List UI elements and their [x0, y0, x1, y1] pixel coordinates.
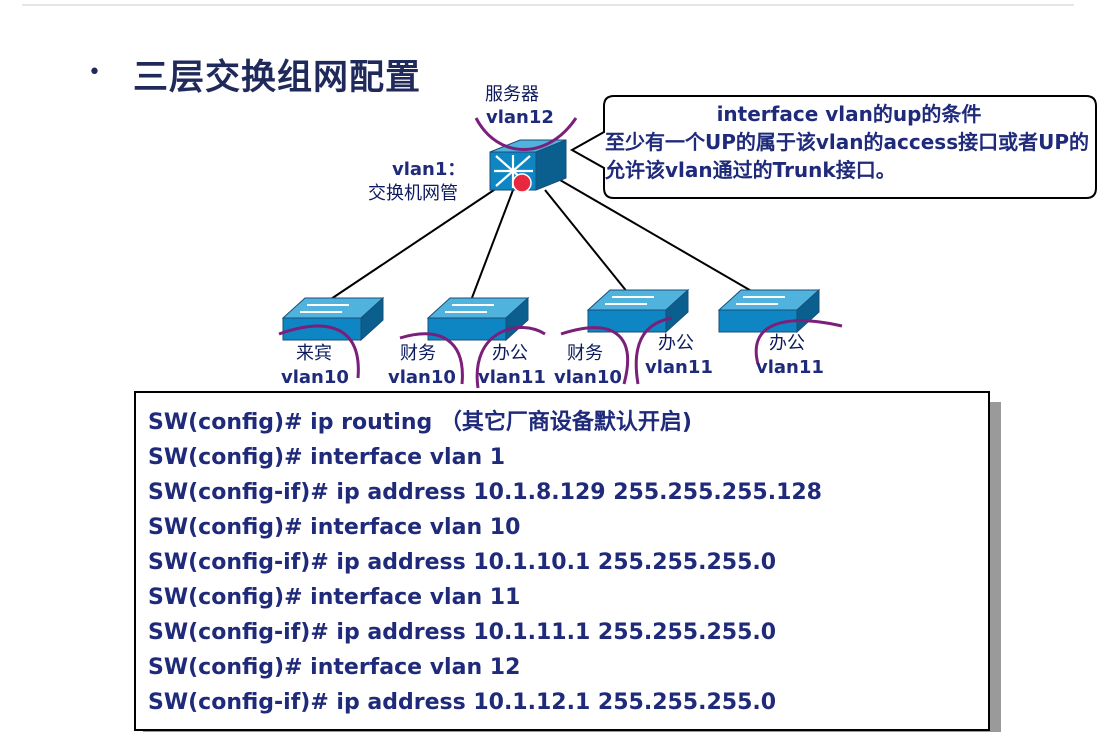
port-name-1: 来宾 — [296, 343, 332, 364]
core-desc-label: 交换机网管 — [368, 183, 458, 204]
port-vlan-2: vlan10 — [388, 367, 456, 388]
access-switch-icon-2 — [426, 296, 530, 342]
callout-line-2: 至少有一个UP的属于该vlan的access接口或者UP的允许该vlan通过的T… — [605, 130, 1090, 182]
access-switch-icon-4 — [717, 288, 821, 334]
port-name-3: 办公 — [492, 343, 528, 364]
port-vlan-4: vlan10 — [554, 367, 622, 388]
vlan-arc-5 — [634, 316, 673, 385]
config-line: SW(config-if)# ip address 10.1.12.1 255.… — [148, 690, 777, 715]
link-1 — [324, 187, 498, 304]
slide-title: 三层交换组网配置 — [133, 58, 422, 98]
access-switch-icon-3 — [586, 288, 690, 334]
config-line: SW(config-if)# ip address 10.1.8.129 255… — [148, 480, 822, 505]
vlan-arc-4 — [560, 326, 630, 385]
callout-line-1: interface vlan的up的条件 — [716, 102, 982, 126]
title-bullet: • — [88, 60, 101, 85]
top-divider — [22, 4, 1074, 6]
core-vlan-label: vlan1： — [392, 159, 466, 180]
vlan-arc-2 — [399, 332, 464, 385]
access-switch-icon-1 — [281, 296, 385, 342]
port-vlan-6: vlan11 — [756, 357, 824, 378]
link-3 — [544, 189, 629, 294]
callout-text: interface vlan的up的条件 至少有一个UP的属于该vlan的acc… — [605, 100, 1093, 184]
vlan12-arc — [474, 117, 578, 151]
config-line: SW(config)# interface vlan 10 — [148, 515, 521, 540]
core-switch-icon — [489, 139, 567, 193]
vlan-arc-6 — [754, 319, 843, 365]
port-vlan-5: vlan11 — [645, 357, 713, 378]
config-line: SW(config-if)# ip address 10.1.11.1 255.… — [148, 620, 777, 645]
port-vlan-3: vlan11 — [478, 367, 546, 388]
config-line: SW(config)# interface vlan 12 — [148, 655, 521, 680]
config-code-box: SW(config)# ip routing （其它厂商设备默认开启) SW(c… — [134, 391, 990, 731]
server-vlan-label: vlan12 — [486, 107, 554, 128]
link-4 — [559, 179, 761, 297]
config-line: SW(config-if)# ip address 10.1.10.1 255.… — [148, 550, 777, 575]
vlan-arc-3 — [475, 326, 546, 389]
network-diagram — [278, 95, 1097, 389]
port-name-5: 办公 — [658, 333, 694, 354]
link-2 — [469, 189, 514, 304]
port-vlan-1: vlan10 — [281, 367, 349, 388]
vlan-arcs — [278, 316, 843, 389]
vlan-arc-1 — [278, 324, 360, 379]
config-line: SW(config)# interface vlan 11 — [148, 585, 521, 610]
port-name-2: 财务 — [400, 343, 436, 364]
config-line: SW(config)# ip routing （其它厂商设备默认开启) — [148, 410, 692, 435]
server-label: 服务器 — [485, 84, 539, 105]
port-name-4: 财务 — [567, 343, 603, 364]
port-name-6: 办公 — [769, 333, 805, 354]
callout-bubble — [569, 95, 1097, 199]
links — [324, 179, 761, 304]
config-line: SW(config)# interface vlan 1 — [148, 445, 506, 470]
